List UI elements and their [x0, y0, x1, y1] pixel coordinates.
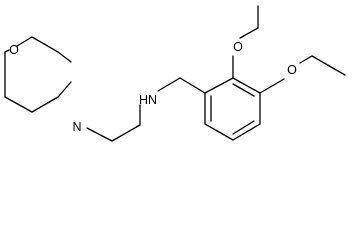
ring-double-1: [232, 83, 255, 97]
methoxy-right-oxygen-label: O: [287, 63, 297, 77]
bond-nh-ch2: [157, 77, 181, 92]
bond-o-right-ch3: [299, 55, 313, 64]
methoxy-groups: [232, 5, 346, 94]
bond-c2-n: [57, 51, 72, 63]
bond-n-c3: [57, 81, 72, 98]
benzene-ring: [204, 77, 261, 141]
bond-c4-c5: [4, 96, 33, 113]
bond-o-upper-ch3: [239, 27, 259, 39]
ethyl-linker: [86, 104, 141, 142]
bond-c3-c4: [31, 96, 59, 113]
bond-ch2-ring: [179, 77, 206, 94]
ring-bond-1: [204, 77, 234, 94]
bond-n-ch2a: [86, 127, 113, 142]
structure-diagram: O N HN O O: [4, 5, 346, 142]
benzyl-linker: [157, 77, 206, 94]
ring-double-2: [232, 120, 255, 135]
ring-bond-2: [232, 77, 261, 94]
bond-c6-o: [4, 49, 10, 53]
morpholine-ring: [4, 36, 72, 113]
amine-label: HN: [139, 93, 157, 107]
morpholine-oxygen-label: O: [9, 43, 19, 57]
bond-ring-o-right: [259, 78, 285, 94]
morpholine-nitrogen-label: N: [72, 120, 81, 134]
atom-labels: O N HN O O: [9, 40, 297, 134]
ring-bond-5: [204, 123, 234, 141]
bond-ch2a-ch2b: [111, 124, 141, 142]
bond-ch2b-nh: [135, 124, 141, 128]
methoxy-upper-oxygen-label: O: [233, 40, 243, 54]
bond-c1-c2: [31, 36, 59, 53]
ring-bond-4: [232, 123, 261, 141]
bond-o-c1: [16, 36, 33, 47]
bond-ch3-right: [311, 55, 346, 76]
